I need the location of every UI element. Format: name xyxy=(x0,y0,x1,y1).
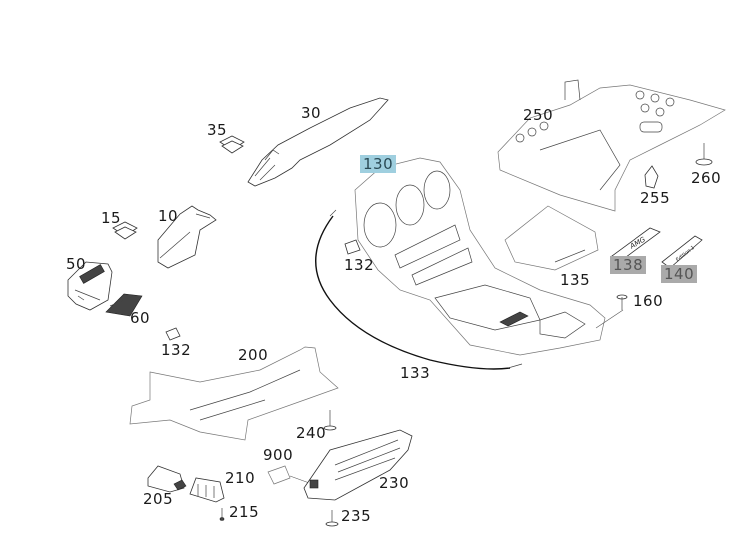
part-200-bracket[interactable] xyxy=(129,346,339,441)
label-160[interactable]: 160 xyxy=(633,292,664,310)
label-200[interactable]: 200 xyxy=(238,346,269,364)
label-900[interactable]: 900 xyxy=(263,446,294,464)
part-240-screw[interactable] xyxy=(323,410,337,431)
part-230-control-unit[interactable] xyxy=(303,429,413,501)
part-132-clip-b[interactable] xyxy=(165,327,181,341)
label-215[interactable]: 215 xyxy=(229,503,260,521)
label-235[interactable]: 235 xyxy=(341,507,372,525)
label-230[interactable]: 230 xyxy=(379,474,410,492)
part-35-clip[interactable] xyxy=(219,135,245,154)
part-30-trim-strip[interactable] xyxy=(247,97,389,187)
part-130-console-cover[interactable] xyxy=(354,157,606,356)
part-50-vent-housing[interactable] xyxy=(67,261,113,311)
part-15-clip[interactable] xyxy=(112,221,138,240)
label-130[interactable]: 130 xyxy=(360,155,397,173)
part-160-screw[interactable] xyxy=(595,294,628,329)
label-10[interactable]: 10 xyxy=(158,207,179,225)
part-140-edition-emblem[interactable]: Edition 1 xyxy=(661,235,703,269)
part-133-cable[interactable] xyxy=(315,209,523,370)
label-140[interactable]: 140 xyxy=(661,265,698,283)
label-255[interactable]: 255 xyxy=(640,189,671,207)
part-210-connector-housing[interactable] xyxy=(189,477,225,503)
label-60[interactable]: 60 xyxy=(130,309,151,327)
label-132-b[interactable]: 132 xyxy=(161,341,192,359)
part-60-switch-panel[interactable] xyxy=(105,293,143,317)
label-35[interactable]: 35 xyxy=(207,121,228,139)
label-133[interactable]: 133 xyxy=(400,364,431,382)
part-255-clip[interactable] xyxy=(644,165,659,189)
label-210[interactable]: 210 xyxy=(225,469,256,487)
label-132-a[interactable]: 132 xyxy=(344,256,375,274)
part-205-connector-module[interactable] xyxy=(147,465,187,493)
label-250[interactable]: 250 xyxy=(523,106,554,124)
part-900-plug[interactable] xyxy=(267,465,313,485)
part-235-screw[interactable] xyxy=(325,510,339,527)
label-138[interactable]: 138 xyxy=(610,256,647,274)
label-205[interactable]: 205 xyxy=(143,490,174,508)
label-30[interactable]: 30 xyxy=(301,104,322,122)
label-260[interactable]: 260 xyxy=(691,169,722,187)
label-50[interactable]: 50 xyxy=(66,255,87,273)
part-135-mat[interactable] xyxy=(504,205,599,271)
part-260-screw[interactable] xyxy=(695,143,713,166)
label-135[interactable]: 135 xyxy=(560,271,591,289)
part-250-base-tray[interactable] xyxy=(497,79,726,212)
label-15[interactable]: 15 xyxy=(101,209,122,227)
part-10-trim-panel[interactable] xyxy=(157,205,217,269)
label-240[interactable]: 240 xyxy=(296,424,327,442)
part-215-screw[interactable] xyxy=(219,508,225,521)
part-132-clip-a[interactable] xyxy=(344,239,361,255)
